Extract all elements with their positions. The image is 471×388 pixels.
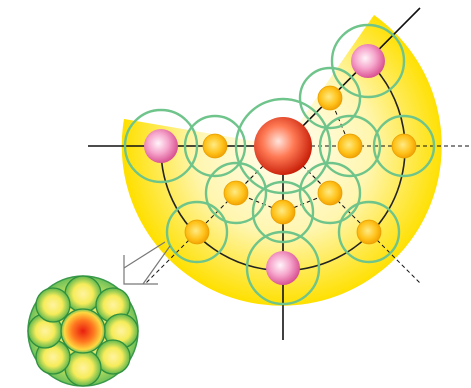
small-atom-a [203,134,227,158]
small-atom-f [318,181,342,205]
pointer-line-1 [124,242,165,268]
medium-atom-top [351,44,385,78]
inset-core [61,309,105,353]
small-atom-b [338,134,362,158]
small-atom-g [271,200,295,224]
medium-atom-left [144,129,178,163]
pointer-line-2 [143,246,170,284]
inset-cluster [28,276,138,386]
medium-atom-bottom [266,251,300,285]
small-atom-i [357,220,381,244]
small-atom-e [224,181,248,205]
small-atom-h [185,220,209,244]
small-atom-c [392,134,416,158]
small-atom-d [318,86,342,110]
large-atom [254,117,312,175]
